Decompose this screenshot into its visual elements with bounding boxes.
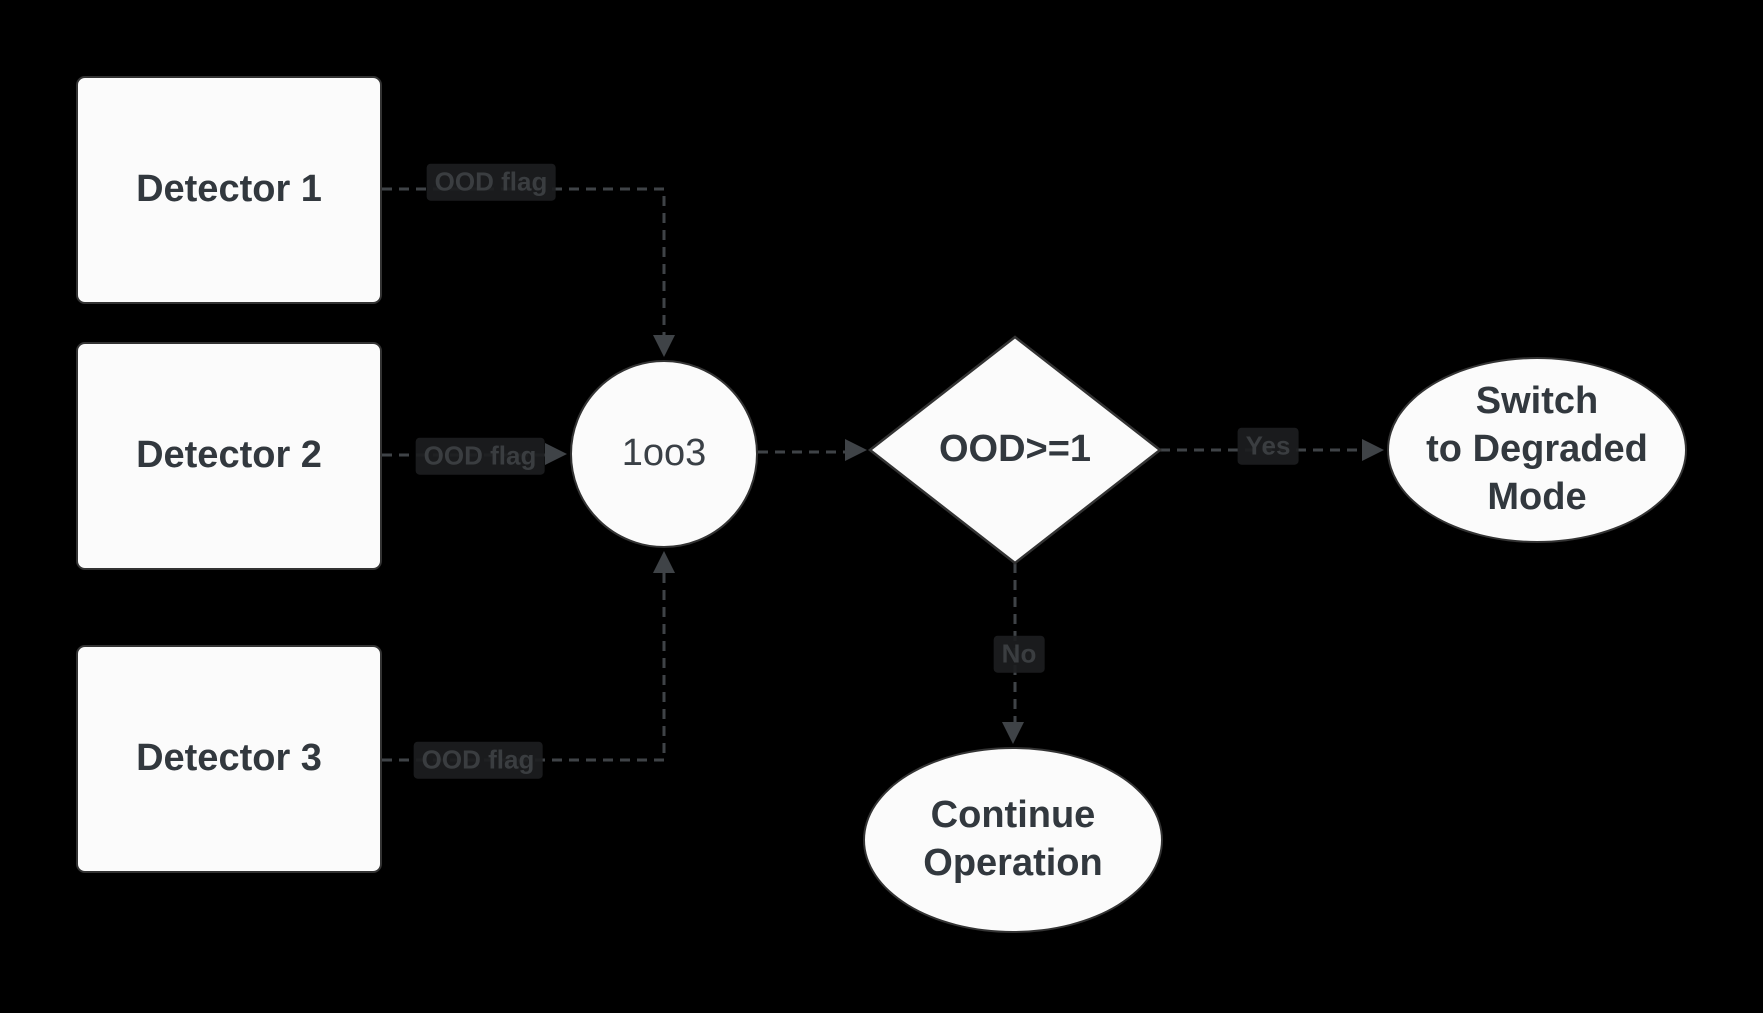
edge-label-no: No bbox=[993, 635, 1045, 673]
decision-diamond bbox=[867, 335, 1163, 565]
arrowhead-detector3-to-voter bbox=[653, 551, 675, 573]
detector-3-box: Detector 3 bbox=[76, 645, 382, 873]
decision-diamond-label-wrap: OOD>=1 bbox=[895, 350, 1135, 550]
continue-operation-label: Continue Operation bbox=[923, 794, 1103, 884]
arrowhead-voter-to-decision bbox=[845, 439, 867, 461]
arrowhead-decision-to-degraded bbox=[1362, 439, 1384, 461]
voter-label: 1oo3 bbox=[621, 432, 707, 475]
edge-detector3-to-voter bbox=[382, 570, 666, 762]
detector-1-label: Detector 1 bbox=[136, 168, 322, 211]
decision-label: OOD>=1 bbox=[938, 428, 1092, 471]
arrowhead-detector1-to-voter bbox=[653, 335, 675, 357]
degraded-mode-ellipse: Switch to Degraded Mode bbox=[1387, 357, 1687, 543]
voter-circle: 1oo3 bbox=[570, 360, 758, 548]
degraded-mode-label: Switch to Degraded Mode bbox=[1426, 380, 1648, 518]
edge-detector1-to-voter bbox=[382, 187, 666, 338]
detector-1-box: Detector 1 bbox=[76, 76, 382, 304]
edge-label-detector2: OOD flag bbox=[415, 437, 545, 475]
edge-label-detector3: OOD flag bbox=[413, 741, 543, 779]
arrowhead-detector2-to-voter bbox=[545, 443, 567, 465]
detector-2-box: Detector 2 bbox=[76, 342, 382, 570]
continue-operation-ellipse: Continue Operation bbox=[863, 747, 1163, 933]
edge-label-yes: Yes bbox=[1237, 427, 1299, 465]
arrowhead-decision-to-continue bbox=[1002, 722, 1024, 744]
edge-label-detector1: OOD flag bbox=[426, 163, 556, 201]
detector-2-label: Detector 2 bbox=[136, 434, 322, 477]
detector-3-label: Detector 3 bbox=[136, 737, 322, 780]
